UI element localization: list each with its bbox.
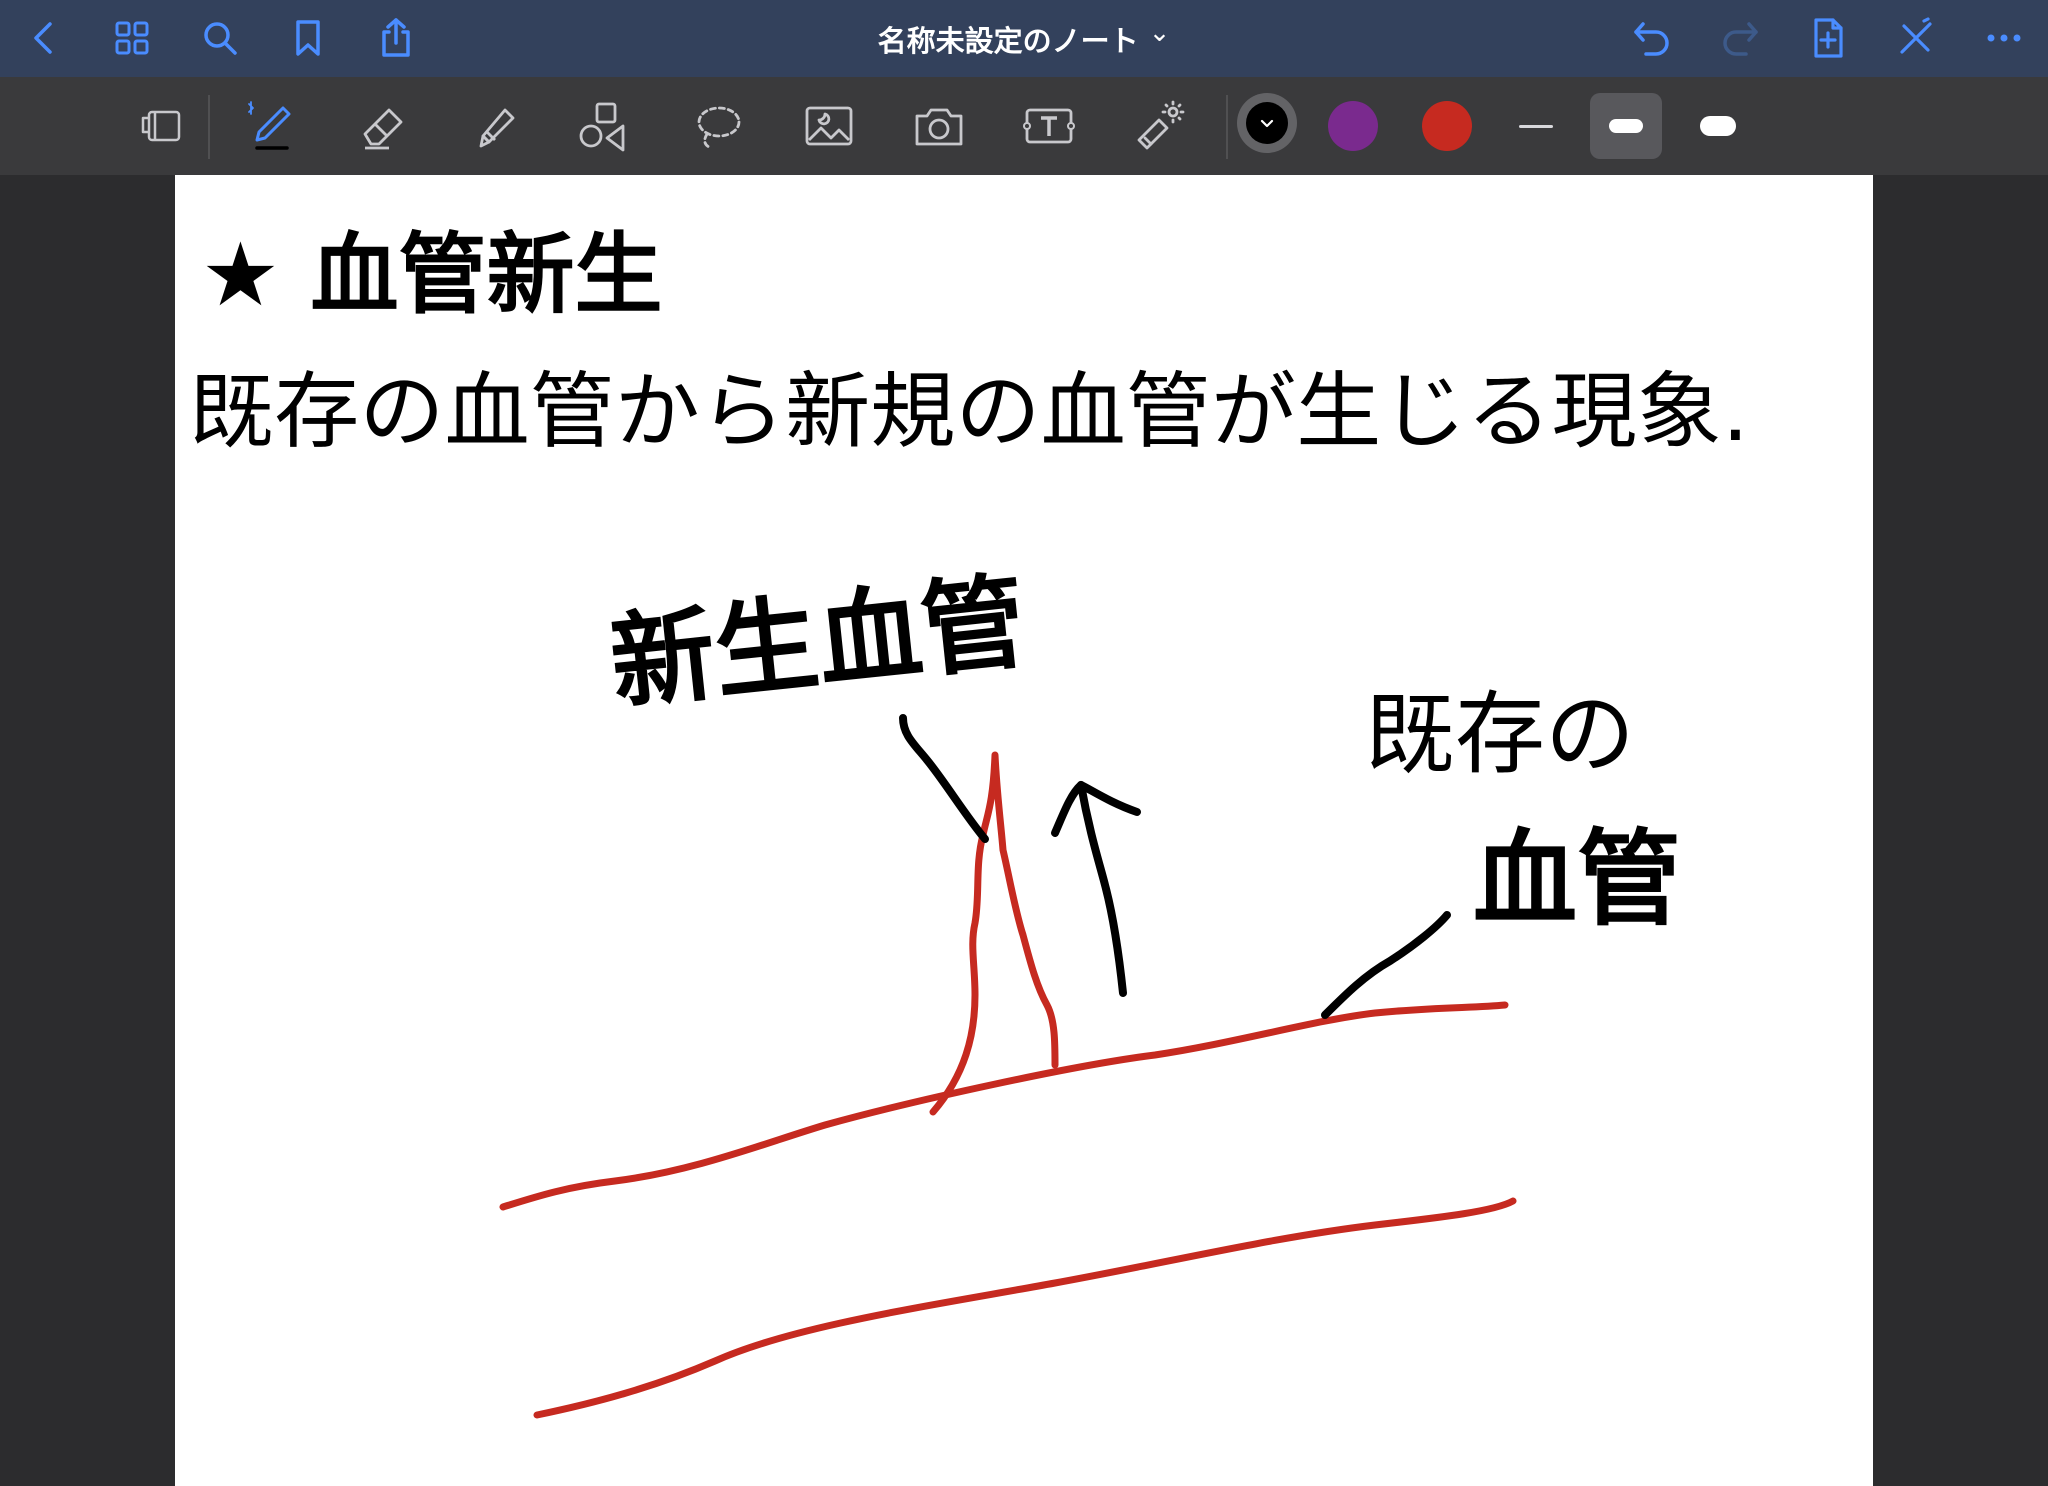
text-box-icon[interactable] (1016, 93, 1082, 159)
back-icon[interactable] (20, 14, 68, 62)
existing-vessel-label-line2: 血管 (1473, 818, 1681, 940)
search-icon[interactable] (196, 14, 244, 62)
thickness-thick[interactable] (1682, 93, 1754, 159)
canvas-area: ★ 血管新生 既存の血管から新規の血管が生じる現象. 新生血管 既存の 血管 (0, 175, 2048, 1486)
camera-icon[interactable] (906, 93, 972, 159)
thickness-medium[interactable] (1590, 93, 1662, 159)
undo-icon[interactable] (1628, 14, 1676, 62)
add-page-icon[interactable] (1804, 14, 1852, 62)
new-vessel-label: 新生血管 (605, 560, 1031, 725)
definition-text: 既存の血管から新規の血管が生じる現象. (189, 363, 1749, 460)
shapes-icon[interactable] (570, 93, 636, 159)
laser-pointer-icon[interactable] (1126, 93, 1192, 159)
navigation-bar: 名称未設定のノート ⌄ (0, 0, 2048, 77)
share-icon[interactable] (372, 14, 420, 62)
image-icon[interactable] (796, 93, 862, 159)
grid-icon[interactable] (108, 14, 156, 62)
redo-icon[interactable] (1716, 14, 1764, 62)
growth-arrow-shaft (1077, 781, 1127, 997)
pen-icon[interactable] (240, 93, 306, 159)
vessel-lower-wall (533, 1197, 1517, 1419)
close-pen-icon[interactable] (1892, 14, 1940, 62)
more-icon[interactable] (1980, 14, 2028, 62)
color-swatch-red[interactable] (1422, 101, 1472, 151)
page-view-icon[interactable] (132, 93, 198, 159)
pointer-line-new-vessel (899, 714, 989, 843)
selected-check-icon (1246, 102, 1288, 144)
growth-arrow-head (1051, 781, 1141, 837)
vessel-upper-wall (499, 1001, 1509, 1211)
bookmark-icon[interactable] (284, 14, 332, 62)
color-swatch-black[interactable] (1237, 93, 1297, 153)
handwriting-layer: ★ 血管新生 既存の血管から新規の血管が生じる現象. 新生血管 既存の 血管 (189, 223, 1749, 1419)
heading-text: ★ 血管新生 (201, 223, 663, 326)
eraser-icon[interactable] (350, 93, 416, 159)
new-vessel-sprout (929, 751, 1059, 1116)
note-page[interactable]: ★ 血管新生 既存の血管から新規の血管が生じる現象. 新生血管 既存の 血管 (175, 175, 1873, 1486)
note-title[interactable]: 名称未設定のノート ⌄ (878, 18, 1171, 60)
toolbar-divider (1226, 95, 1228, 159)
color-swatch-purple[interactable] (1328, 101, 1378, 151)
toolbar-divider (208, 95, 210, 159)
lasso-icon[interactable] (684, 93, 750, 159)
chevron-down-icon: ⌄ (1148, 17, 1171, 48)
pointer-line-existing-vessel (1321, 911, 1451, 1019)
existing-vessel-label-line1: 既存の (1365, 682, 1635, 787)
thickness-thin[interactable] (1500, 93, 1572, 159)
note-title-text: 名称未設定のノート (877, 23, 1139, 58)
highlighter-icon[interactable] (460, 93, 526, 159)
drawing-toolbar (0, 77, 2048, 175)
